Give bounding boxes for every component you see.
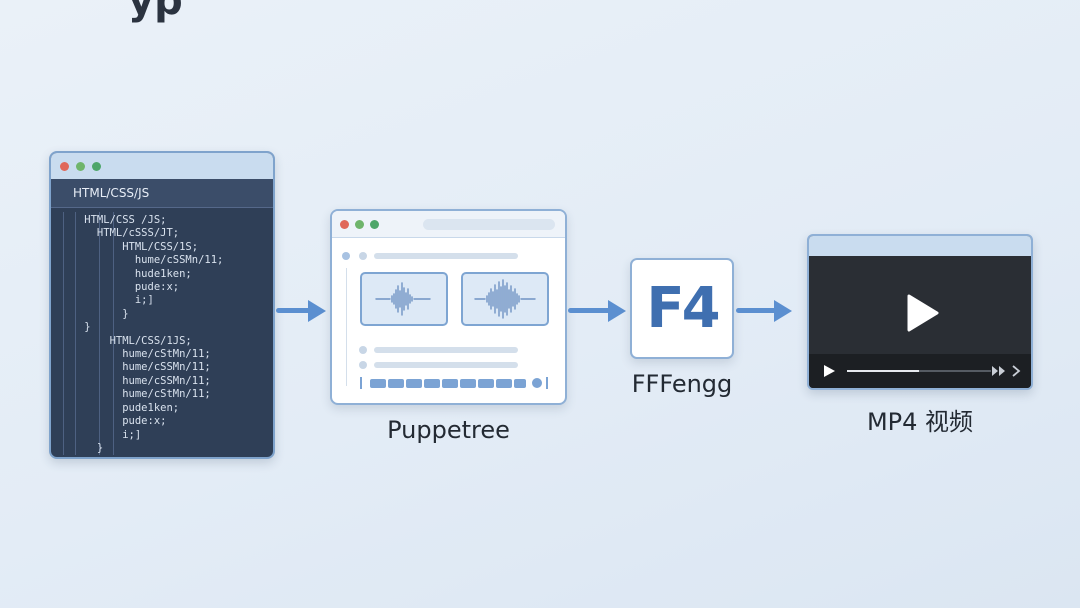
flow-arrow-icon (276, 300, 326, 322)
text-placeholder (374, 347, 518, 353)
code-line: HTML/cSSS/JT; (59, 227, 180, 240)
code-editor-window: HTML/CSS/JS HTML/CSS /JS; HTML/cSSS/JT; … (49, 151, 275, 459)
frame-segment (370, 379, 386, 388)
code-tab-title: HTML/CSS/JS (51, 179, 273, 208)
video-titlebar (809, 236, 1031, 256)
indent-guide (99, 212, 100, 456)
code-line: } (59, 307, 129, 320)
play-icon[interactable] (901, 292, 943, 334)
code-line: HTML/CSS/1S; (59, 240, 199, 253)
audio-waveform-card (461, 272, 549, 326)
code-line: hude1ken; (59, 267, 192, 280)
waveform-icon (375, 282, 431, 316)
bullet-icon (359, 252, 367, 260)
address-bar (423, 218, 555, 230)
page-title-fragment: yp (128, 0, 183, 24)
minimize-dot-icon (76, 161, 85, 171)
frame-segment (460, 379, 476, 388)
bullet-icon (359, 361, 367, 369)
code-lines: HTML/CSS /JS; HTML/cSSS/JT; HTML/CSS/1S;… (51, 214, 273, 455)
text-placeholder (374, 253, 518, 259)
audio-waveform-card (360, 272, 448, 326)
browser-content (332, 238, 565, 403)
code-line: pude:x; (59, 415, 167, 428)
code-line: HTML/CSS/1JS; (59, 334, 192, 347)
bullet-icon (342, 252, 350, 260)
frame-segment (514, 379, 526, 388)
indent-guide (63, 212, 64, 456)
code-line: hume/cStMn/11; (59, 388, 211, 401)
ffmpeg-logo-icon: F4 (646, 276, 720, 341)
flow-arrow-icon (736, 300, 792, 322)
waveform-icon (474, 279, 536, 319)
code-window-titlebar (51, 153, 273, 179)
indent-guide (113, 212, 114, 456)
frame-segment (388, 379, 404, 388)
playhead-icon (532, 378, 542, 388)
browser-label: Puppetree (387, 416, 510, 444)
code-line: HTML/CSS /JS; (59, 214, 167, 226)
render-timeline (360, 376, 548, 390)
frame-segment (442, 379, 458, 388)
content-divider (346, 268, 347, 386)
chevron-right-icon[interactable] (1011, 365, 1021, 377)
progress-track (919, 370, 991, 372)
progress-bar[interactable] (847, 370, 919, 372)
frame-segment (496, 379, 512, 388)
play-small-icon[interactable] (821, 363, 837, 379)
indent-guide (75, 212, 76, 456)
fast-forward-icon[interactable] (991, 365, 1007, 377)
code-line: hume/cStMn/11; (59, 348, 211, 361)
encoder-label: FFFengg (631, 370, 733, 398)
code-line: pude1ken; (59, 401, 180, 414)
code-body: HTML/CSS /JS; HTML/cSSS/JT; HTML/CSS/1S;… (51, 208, 273, 456)
maximize-dot-icon (370, 219, 379, 229)
bullet-icon (359, 346, 367, 354)
close-dot-icon (60, 161, 69, 171)
output-label: MP4 视频 (866, 408, 974, 436)
minimize-dot-icon (355, 219, 364, 229)
video-player (807, 234, 1033, 390)
flow-arrow-icon (568, 300, 626, 322)
video-controls (809, 354, 1031, 388)
browser-window (330, 209, 567, 405)
maximize-dot-icon (92, 161, 101, 171)
code-line: hume/cSSMn/11; (59, 374, 211, 387)
code-line: i;] (59, 294, 154, 307)
encoder-logo-tile: F4 (630, 258, 734, 359)
frame-segment (424, 379, 440, 388)
code-line: hume/cSSMn/11; (59, 361, 211, 374)
text-placeholder (374, 362, 518, 368)
code-line: i;] (59, 428, 142, 441)
code-line: } (59, 441, 104, 454)
frame-segment (406, 379, 422, 388)
close-dot-icon (340, 219, 349, 229)
browser-titlebar (332, 211, 565, 238)
code-line: hume/cSSMn/11; (59, 254, 224, 267)
code-line: } (59, 321, 91, 334)
code-line: pude:x; (59, 281, 180, 294)
frame-segment (478, 379, 494, 388)
